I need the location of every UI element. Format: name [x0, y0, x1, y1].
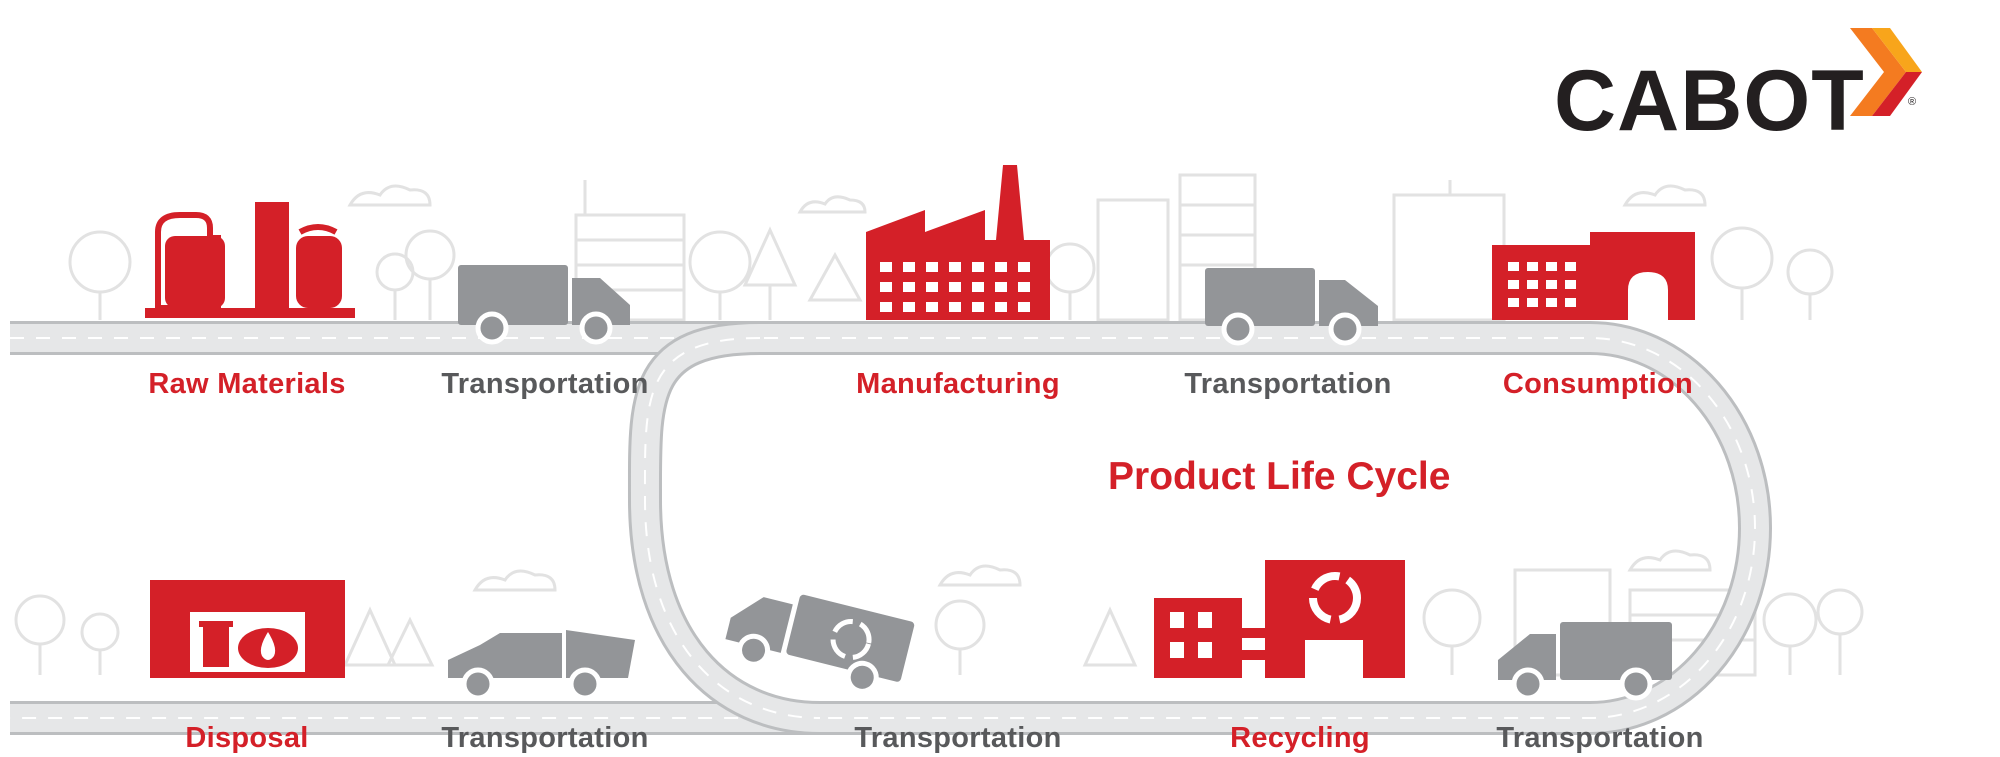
- truck-icon-2: [1205, 268, 1378, 346]
- recycling-truck-icon: [725, 594, 915, 694]
- road: [10, 321, 1772, 735]
- recycling-icon: [1154, 560, 1405, 678]
- label-recycling: Recycling: [1230, 722, 1370, 754]
- cabot-logo-text: CABOT: [1554, 53, 1865, 149]
- label-transportation-5: Transportation: [441, 722, 649, 754]
- label-manufacturing: Manufacturing: [856, 368, 1060, 400]
- manufacturing-icon: [866, 165, 1050, 320]
- label-raw-materials: Raw Materials: [148, 368, 346, 400]
- label-consumption: Consumption: [1502, 368, 1694, 400]
- label-transportation-2: Transportation: [1184, 368, 1392, 400]
- raw-materials-icon: [145, 202, 355, 318]
- label-transportation-4: Transportation: [854, 722, 1062, 754]
- consumption-icon: [1492, 232, 1695, 320]
- cabot-logo-chevron-icon: [1850, 28, 1922, 116]
- label-transportation-3: Transportation: [1496, 722, 1704, 754]
- diagram-title: Product Life Cycle: [1108, 455, 1451, 498]
- truck-icon-1: [458, 265, 630, 345]
- label-transportation-1: Transportation: [441, 368, 649, 400]
- dump-truck-icon: [448, 630, 635, 701]
- truck-icon-3: [1498, 622, 1672, 701]
- label-disposal: Disposal: [185, 722, 309, 754]
- disposal-icon: [150, 580, 345, 678]
- registered-mark: ®: [1908, 96, 1917, 108]
